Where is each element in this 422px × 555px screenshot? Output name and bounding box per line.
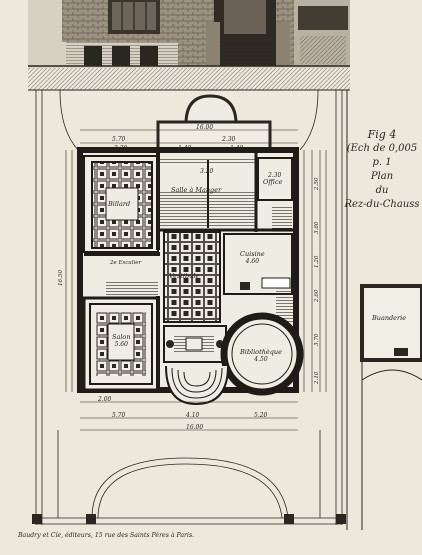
caption-line-rez: Rez-du-Chauss: [344, 199, 420, 210]
room-label-vestibule: Vestibule: [169, 272, 200, 280]
dim-right-f: 2.10: [314, 371, 320, 384]
dim-right-c: 1.20: [314, 255, 320, 268]
dim-bottom-small: 2.00: [98, 396, 112, 403]
dim-top-total: 16.00: [196, 124, 214, 131]
main-building: [77, 94, 304, 406]
dim-top-left: 5.70: [112, 136, 126, 143]
dim-right-b: 3.80: [314, 221, 320, 234]
bibliotheque-area: 4.50: [254, 356, 268, 363]
dim-bottom-right: 5.20: [254, 412, 268, 419]
caption-line-plan: Plan: [370, 171, 394, 182]
dim-bottom-total: 16.00: [186, 424, 204, 431]
dim-bottom-mid: 4.10: [186, 412, 200, 419]
caption-line-du: du: [375, 185, 389, 196]
dim-salle-depth: 3.20: [200, 168, 214, 175]
scale-note: (Ech de 0,005 p. 1: [346, 143, 418, 168]
salon-area: 5.60: [114, 341, 128, 348]
dim-office-width: 2.30: [268, 172, 282, 179]
dim-top-right: 2.30: [222, 136, 236, 143]
dim-top-b: 1.40: [178, 145, 192, 152]
dimension-lines: [65, 129, 327, 431]
dim-left-total: 16.50: [58, 269, 64, 286]
room-label-office: Office: [263, 178, 283, 186]
dim-right-e: 3.70: [314, 333, 320, 346]
publisher-footer: Baudry et Cíe, éditeurs, 15 rue des Sain…: [18, 532, 195, 539]
site-outline: [35, 89, 343, 525]
room-label-billard: Billard: [108, 200, 131, 208]
ground-band: [28, 68, 350, 90]
figure-number: Fig 4: [367, 128, 397, 141]
room-label-salle-a-manger: Salle à Manger: [171, 186, 222, 194]
dim-right-a: 2.50: [314, 177, 320, 190]
cuisine-area: 4.60: [245, 258, 260, 265]
room-label-buanderie: Buanderie: [372, 314, 407, 322]
dim-top-a: 2.20: [114, 145, 128, 152]
dim-right-d: 2.60: [314, 289, 320, 302]
buanderie-annex: [360, 284, 422, 530]
dim-top-c: 1.40: [230, 145, 244, 152]
facade-elevation: [28, 0, 350, 68]
room-label-escalier: 2e Escalier: [110, 260, 142, 266]
figure-caption: Fig 4 (Ech de 0,005 p. 1 Plan du Rez-du-…: [342, 128, 422, 212]
dim-bottom-left: 5.70: [112, 412, 126, 419]
